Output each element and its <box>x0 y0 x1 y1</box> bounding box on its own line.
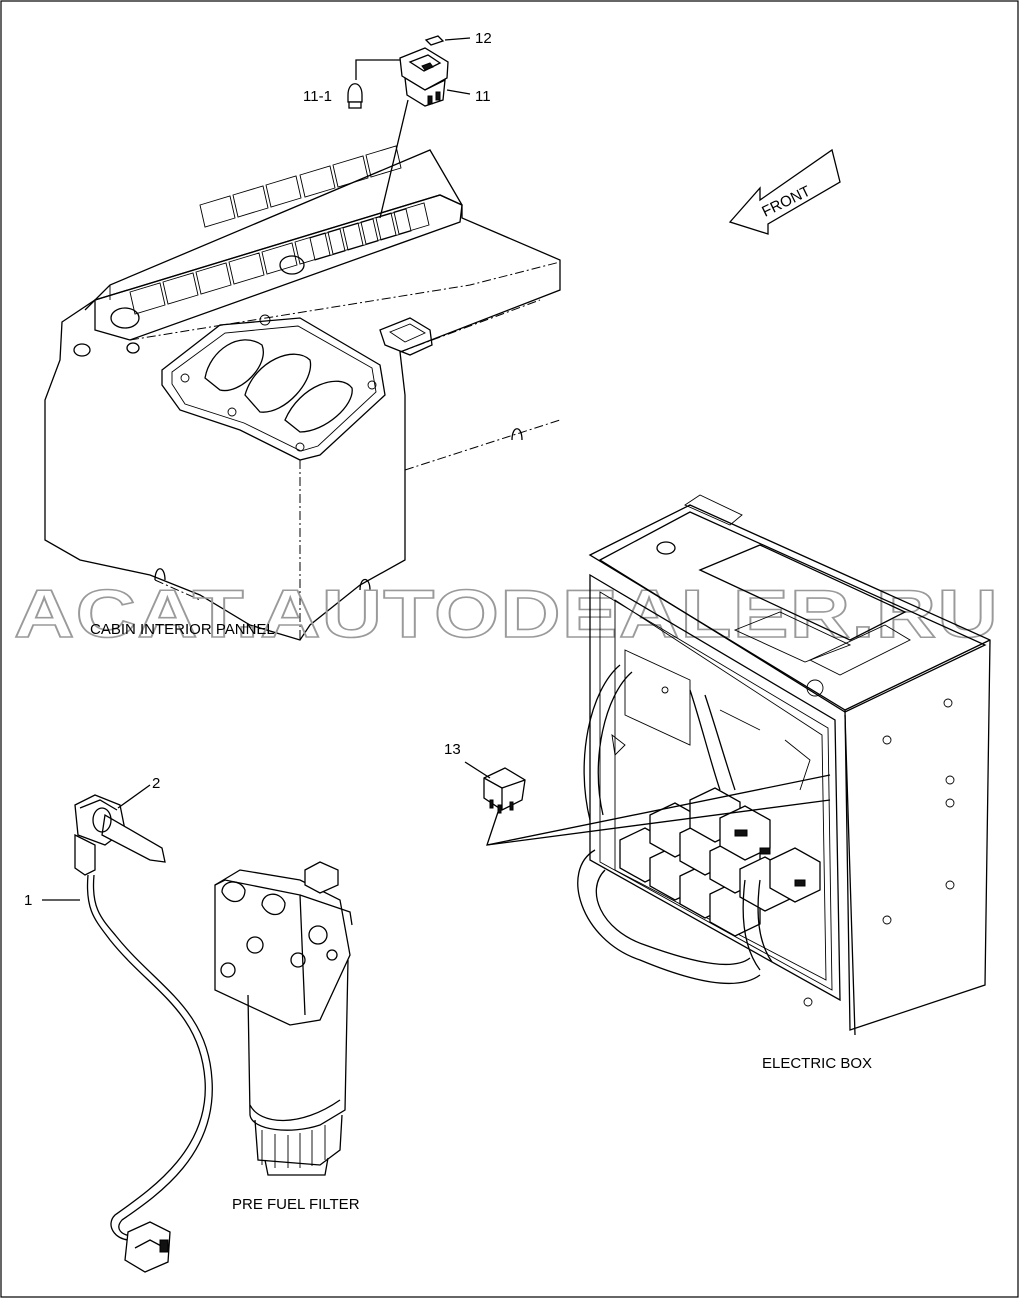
callout-2: 2 <box>152 775 160 792</box>
vent-grid <box>129 145 430 315</box>
panel-hole <box>279 255 305 275</box>
electric-box <box>577 494 991 1036</box>
callout-1: 1 <box>24 892 32 909</box>
callout-12: 12 <box>475 30 492 47</box>
front-label: FRONT <box>759 183 813 221</box>
watermark: ACAT.AUTODEALER.RU <box>14 576 999 652</box>
panel-hole <box>110 307 140 329</box>
callout-13: 13 <box>444 741 461 758</box>
electric-box-label: ELECTRIC BOX <box>762 1055 872 1072</box>
rocker-switch <box>399 47 449 107</box>
callout-11: 11 <box>475 88 491 105</box>
relay <box>483 767 526 814</box>
relay-bank <box>619 787 821 937</box>
sensor-harness <box>74 794 213 1273</box>
cabin-interior-panel <box>44 145 561 641</box>
cabin-label: CABIN INTERIOR PANNEL <box>90 621 275 638</box>
bulb <box>347 83 363 109</box>
joystick-plate <box>161 314 386 461</box>
pre-fuel-filter <box>214 861 353 1176</box>
callout-11-1: 11-1 <box>303 88 332 105</box>
switch-knob <box>424 35 445 46</box>
pre-fuel-filter-label: PRE FUEL FILTER <box>232 1196 360 1213</box>
front-arrow: FRONT <box>728 148 841 235</box>
